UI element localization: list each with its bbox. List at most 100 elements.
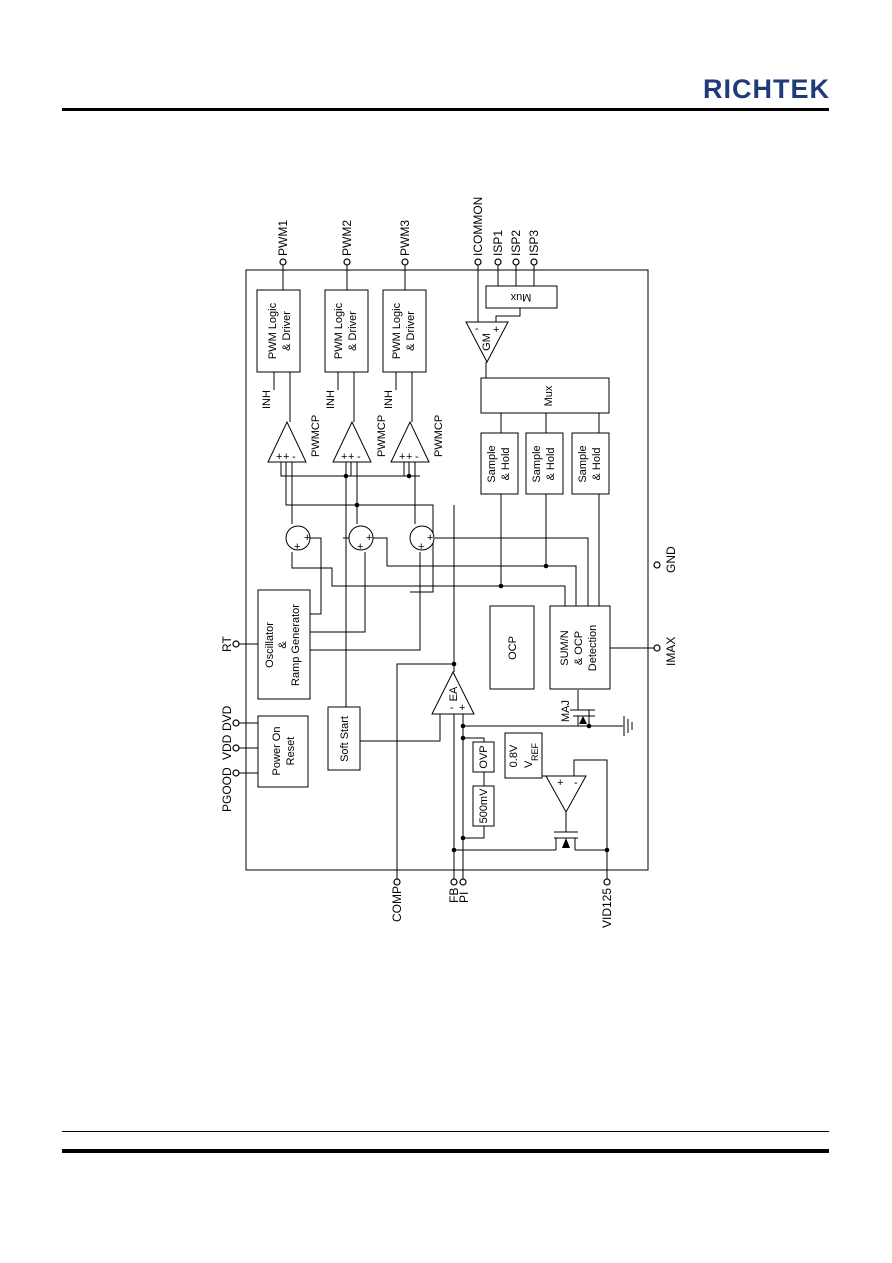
pin-pwm2 xyxy=(343,258,351,266)
pin-gnd xyxy=(653,561,661,569)
ovp-label: OVP xyxy=(478,745,490,768)
pin-label-pi: PI xyxy=(457,892,471,903)
pwm-logic-2-line2: & Driver xyxy=(347,311,359,351)
sum-ocp-detection: SUM/N & OCP Detection xyxy=(549,605,611,690)
pwmcp-1-label: PWMCP xyxy=(310,415,322,457)
por-line1: Power On xyxy=(271,727,283,776)
summer-2-plus-b: + xyxy=(357,541,363,553)
pwm-logic-1-line2: & Driver xyxy=(281,311,293,351)
por-line2: Reset xyxy=(285,737,297,766)
pwmcp-comparator-1: + + - PWMCP xyxy=(267,415,322,463)
junction-dots xyxy=(343,473,610,853)
ea-plus: + xyxy=(459,702,465,714)
oscillator-ramp-generator: Oscillator & Ramp Generator xyxy=(257,589,311,700)
pin-label-pwm2: PWM2 xyxy=(340,220,354,256)
pin-isp1 xyxy=(494,258,502,266)
pin-label-dvd: DVD xyxy=(220,705,234,731)
pin-pgood xyxy=(232,769,240,777)
pwmcp-1-plus-a: + xyxy=(276,451,282,463)
pins xyxy=(232,258,661,886)
pin-isp2 xyxy=(512,258,520,266)
pwmcp-3-plus-b: + xyxy=(406,451,412,463)
sample-hold-1: Sample & Hold xyxy=(480,432,519,495)
summer-1: + + xyxy=(285,525,311,553)
vref-main: V xyxy=(523,760,535,768)
osc-line2: & xyxy=(277,641,289,649)
vref-block: 0.8V V REF xyxy=(504,732,543,779)
pin-label-gnd: GND xyxy=(664,546,678,573)
mux-small: Mux xyxy=(485,285,558,309)
chip-outline xyxy=(245,269,649,871)
gm-amplifier: GM - + xyxy=(465,321,509,364)
pwmcp-comparator-2: + + - PWMCP xyxy=(332,415,388,463)
pin-icommon xyxy=(474,258,482,266)
summer-3-plus-b: + xyxy=(418,541,424,553)
summer-2: + + xyxy=(348,525,374,553)
sample-hold-2: Sample & Hold xyxy=(525,432,564,495)
pin-pwm3 xyxy=(401,258,409,266)
pwm-logic-driver-2: PWM Logic & Driver xyxy=(324,289,369,373)
pwm-logic-driver-3: PWM Logic & Driver xyxy=(382,289,427,373)
gm-plus: + xyxy=(493,324,499,336)
sum-line2: & OCP xyxy=(573,631,585,665)
sample-hold-3: Sample & Hold xyxy=(571,432,610,495)
pin-label-fb: FB xyxy=(447,888,461,903)
sh-3-line2: & Hold xyxy=(591,447,603,480)
header-rule xyxy=(62,108,829,111)
pin-isp3 xyxy=(530,258,538,266)
pwmcp-3-minus: - xyxy=(415,451,419,463)
pin-dvd xyxy=(232,719,240,727)
ea-minus: - xyxy=(450,702,454,714)
ocp-block: OCP xyxy=(489,605,535,690)
pin-comp xyxy=(393,878,401,886)
vref-amp-plus: + xyxy=(557,777,563,789)
osc-line3: Ramp Generator xyxy=(290,604,302,686)
sum-line1: SUM/N xyxy=(559,630,571,666)
mux-large: Mux xyxy=(480,377,610,414)
vref-amp-minus: - xyxy=(574,777,578,789)
pin-label-pwm1: PWM1 xyxy=(276,220,290,256)
wiring xyxy=(236,262,654,882)
pin-pwm1 xyxy=(279,258,287,266)
summer-1-plus-a: + xyxy=(304,532,310,544)
gm-label: GM xyxy=(481,333,493,351)
osc-line1: Oscillator xyxy=(264,622,276,668)
pwm-logic-3-line1: PWM Logic xyxy=(391,302,403,359)
footer-rule-thin xyxy=(62,1131,829,1132)
pin-label-pwm3: PWM3 xyxy=(398,220,412,256)
pwmcp-1-minus: - xyxy=(292,451,296,463)
inh-label-3: INH xyxy=(383,390,395,409)
sum-line3: Detection xyxy=(587,625,599,671)
pwmcp-2-minus: - xyxy=(357,451,361,463)
pwmcp-2-plus-b: + xyxy=(348,451,354,463)
pin-label-isp3: ISP3 xyxy=(527,230,541,256)
pin-vdd xyxy=(232,744,240,752)
summer-3-plus-a: + xyxy=(427,532,433,544)
soft-start-label: Soft Start xyxy=(339,716,351,762)
pin-label-comp: COMP xyxy=(390,886,404,922)
vref-value: 0.8V xyxy=(508,744,520,767)
pwmcp-comparator-3: + + - PWMCP xyxy=(390,415,445,463)
ovp-block: OVP xyxy=(472,741,495,773)
power-on-reset: Power On Reset xyxy=(257,715,309,788)
pin-label-isp1: ISP1 xyxy=(491,230,505,256)
footer-rule-thick xyxy=(62,1149,829,1153)
pin-label-rt: RT xyxy=(220,636,234,652)
sh-1-line1: Sample xyxy=(486,445,498,482)
sh-1-line2: & Hold xyxy=(500,447,512,480)
pin-rt xyxy=(232,640,240,648)
vid-transistor xyxy=(554,831,578,850)
pwmcp-2-label: PWMCP xyxy=(376,415,388,457)
mux-small-label: Mux xyxy=(510,291,531,303)
pwm-logic-driver-1: PWM Logic & Driver xyxy=(256,289,301,373)
inh-label-1: INH xyxy=(261,390,273,409)
mux-large-label: Mux xyxy=(543,385,555,406)
vref-sub: REF xyxy=(530,742,540,761)
sh-2-line1: Sample xyxy=(531,445,543,482)
inh-label-2: INH xyxy=(325,390,337,409)
summer-2-plus-a: + xyxy=(366,532,372,544)
pwmcp-1-plus-b: + xyxy=(283,451,289,463)
v500-block: 500mV xyxy=(472,785,495,827)
summer-3: + + xyxy=(409,525,435,553)
